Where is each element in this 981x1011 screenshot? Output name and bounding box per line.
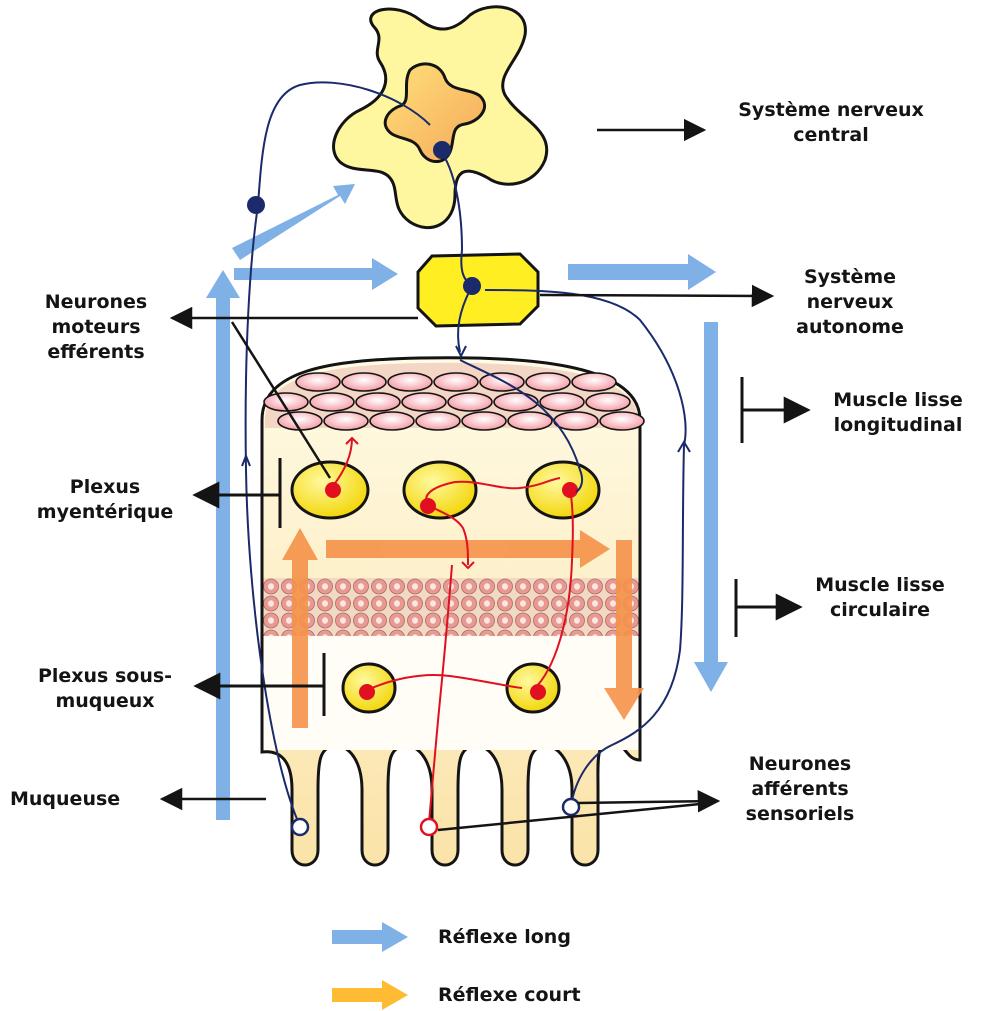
muscle-cell bbox=[416, 412, 460, 430]
muscle-cell bbox=[462, 412, 506, 430]
muscle-cell bbox=[494, 393, 538, 411]
muscle-cell bbox=[572, 373, 616, 391]
label-motor-efferent-neurons: Neurones moteurs efférents bbox=[20, 290, 172, 365]
muscle-cell bbox=[388, 373, 432, 391]
muscle-cell bbox=[324, 412, 368, 430]
muscle-cell bbox=[278, 412, 322, 430]
label-central-nervous-system: Système nerveux central bbox=[706, 98, 956, 148]
muscle-cell bbox=[342, 373, 386, 391]
muscle-cell bbox=[526, 373, 570, 391]
short-reflex-legend-arrow bbox=[332, 980, 408, 1010]
central-nervous-system bbox=[334, 7, 547, 228]
gut-wall bbox=[262, 358, 640, 865]
afferent-receptor-left bbox=[292, 819, 308, 835]
label-circular-smooth-muscle: Muscle lisse circulaire bbox=[800, 573, 960, 623]
muscle-cell bbox=[402, 393, 446, 411]
label-longitudinal-smooth-muscle: Muscle lisse longitudinal bbox=[818, 388, 978, 438]
local-sensory-receptor bbox=[421, 819, 437, 835]
muscle-cell bbox=[508, 412, 552, 430]
label-mucosa: Muqueuse bbox=[10, 787, 160, 812]
muscle-cell bbox=[434, 373, 478, 391]
muscle-cell bbox=[370, 412, 414, 430]
label-myenteric-plexus: Plexus myentérique bbox=[20, 475, 190, 525]
afferent-receptor-right bbox=[563, 799, 579, 815]
label-autonomic-nervous-system: Système nerveux autonome bbox=[770, 265, 930, 340]
muscle-cell bbox=[310, 393, 354, 411]
long-reflex-legend-arrow bbox=[332, 922, 408, 952]
muscle-cell bbox=[586, 393, 630, 411]
label-submucosal-plexus: Plexus sous- muqueux bbox=[20, 664, 190, 714]
muscle-cell bbox=[296, 373, 340, 391]
legend-swatches bbox=[332, 922, 408, 1010]
legend-long-reflex-label: Réflexe long bbox=[438, 925, 658, 950]
muscle-cell bbox=[554, 412, 598, 430]
muscle-cell bbox=[600, 412, 644, 430]
longitudinal-muscle-cells bbox=[264, 373, 644, 430]
legend-short-reflex-label: Réflexe court bbox=[438, 983, 658, 1008]
muscle-cell bbox=[448, 393, 492, 411]
muscle-cell bbox=[540, 393, 584, 411]
muscle-cell bbox=[356, 393, 400, 411]
label-afferent-sensory-neurons: Neurones afférents sensoriels bbox=[720, 752, 880, 827]
